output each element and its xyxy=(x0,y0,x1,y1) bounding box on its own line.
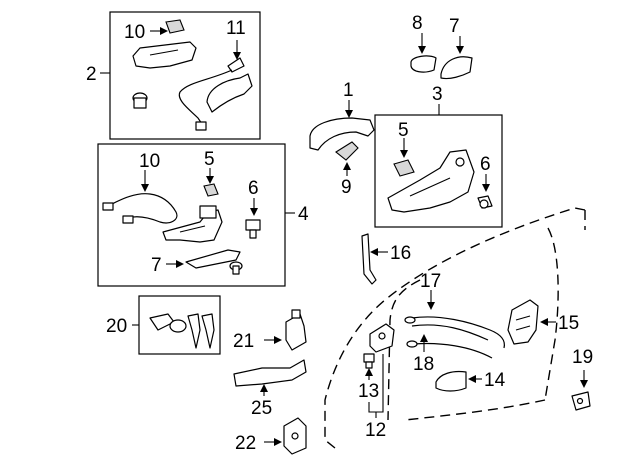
control-link-part-19-20 xyxy=(404,316,505,359)
callout-6-upper: 6 xyxy=(480,154,491,175)
callout-7: 7 xyxy=(151,255,162,276)
callout-10: 7 xyxy=(449,16,460,37)
handle-cover-part-9 xyxy=(335,141,359,161)
callout-19: 17 xyxy=(420,271,441,292)
inside-handle-frame-part xyxy=(387,149,475,213)
outside-handle-frame-part xyxy=(132,41,197,69)
outside-handle-part-13 xyxy=(178,57,253,131)
screw-part-15 xyxy=(363,353,375,369)
callout-5-lower: 5 xyxy=(204,149,215,170)
callout-1: 1 xyxy=(343,80,354,101)
callout-24: 22 xyxy=(235,433,256,454)
cover-part-10 xyxy=(440,56,473,80)
cover-part-11 xyxy=(410,55,437,73)
inside-lock-part-14 xyxy=(369,323,395,353)
striker-part-21 xyxy=(571,391,591,411)
handle-cap-part-12 xyxy=(165,19,185,34)
callout-labels: 2 10 11 8 7 1 3 9 5 6 10 5 6 4 7 16 17 1… xyxy=(86,13,593,454)
callout-16: 14 xyxy=(484,370,506,391)
screw-part xyxy=(229,261,243,275)
clip-part-5-lower xyxy=(203,183,219,197)
door-check-part-25 xyxy=(233,359,307,387)
callout-21: 19 xyxy=(572,347,593,368)
callout-5-upper: 5 xyxy=(398,120,409,141)
latch-actuator-part xyxy=(162,205,223,243)
clip-part-5-upper xyxy=(393,159,415,177)
callout-4: 4 xyxy=(298,204,309,225)
callout-25: 25 xyxy=(251,398,272,419)
callout-17: 15 xyxy=(558,313,579,334)
callout-9: 9 xyxy=(341,177,352,198)
callout-22: 20 xyxy=(106,316,127,337)
callout-15: 13 xyxy=(358,381,379,402)
bolt-part-6-lower xyxy=(245,219,261,239)
hinge-part-24 xyxy=(283,417,307,455)
inside-handle-part-1 xyxy=(309,117,375,151)
callout-12: 10 xyxy=(124,22,145,43)
group-box-4 xyxy=(97,143,286,287)
callout-3: 3 xyxy=(432,84,443,105)
rod-part-18 xyxy=(361,233,377,285)
door-outline xyxy=(324,207,586,449)
callout-8: 10 xyxy=(139,151,160,172)
callout-13: 11 xyxy=(226,18,246,39)
hinge-part-23 xyxy=(285,309,307,351)
callout-11: 8 xyxy=(412,13,423,34)
callout-6-lower: 6 xyxy=(248,178,259,199)
bolt-part-6-upper xyxy=(477,195,493,209)
callout-2: 2 xyxy=(86,64,97,85)
reinforcement-plate-part-7 xyxy=(185,249,241,269)
lock-assembly-part-17 xyxy=(507,299,539,345)
bracket-part-16 xyxy=(435,370,467,392)
callout-18: 16 xyxy=(390,243,411,264)
callout-20: 18 xyxy=(413,354,434,375)
group-box-2 xyxy=(109,11,261,140)
callout-23: 21 xyxy=(233,331,254,352)
wire-harness-part-8 xyxy=(102,193,178,224)
lock-cylinder-and-keys-part-22 xyxy=(149,313,215,349)
callout-14: 12 xyxy=(365,420,386,441)
leader-lines xyxy=(100,27,588,446)
grommet-plug-part xyxy=(132,92,148,109)
